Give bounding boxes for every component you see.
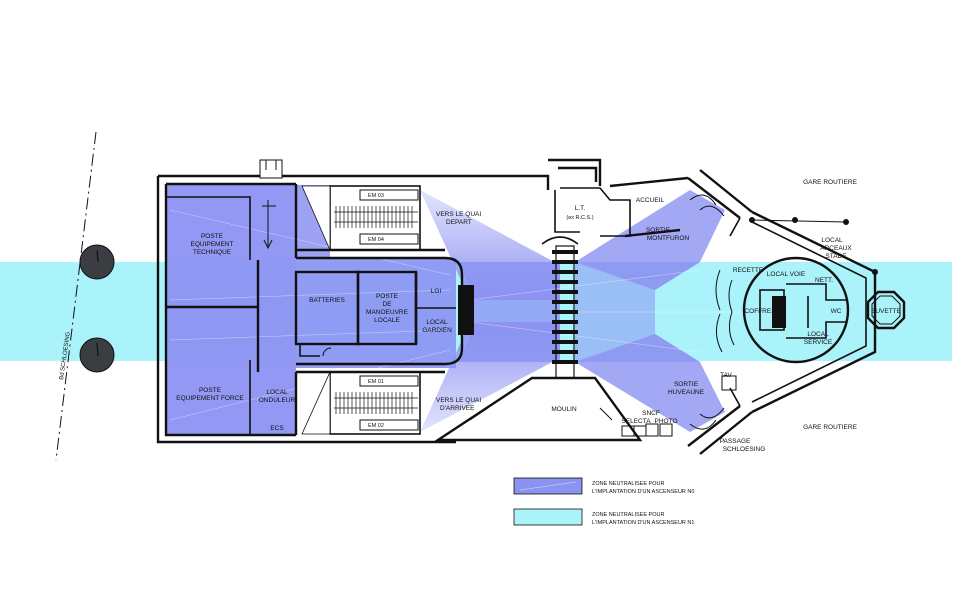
label-em02: EM 02	[368, 423, 384, 429]
label-coffres: COFFRES	[744, 308, 776, 315]
label-lt-1: L.T.	[575, 205, 586, 212]
exit-wings	[687, 169, 753, 455]
label-em01: EM 01	[368, 379, 384, 385]
zone-hatching	[169, 209, 740, 421]
label-sortie-huveaune-2: HUVEAUNE	[668, 389, 705, 396]
pillar-bottom	[79, 337, 115, 373]
label-local-gardien-2: GARDIEN	[422, 327, 452, 334]
label-batteries: BATTERIES	[309, 297, 345, 304]
label-selecta: SELECTA	[621, 418, 651, 425]
label-poste-manoeuvre-3: MANOEUVRE	[366, 309, 409, 316]
legend-n0-line1: ZONE NEUTRALISEE POUR	[592, 481, 664, 487]
zone-n0-areas	[166, 185, 725, 435]
label-local-onduleur-2: ONDULEUR	[259, 397, 296, 404]
label-poste-manoeuvre-2: DE	[382, 301, 392, 308]
label-passage-1: PASSAGE	[720, 438, 751, 445]
escalators-top	[301, 185, 421, 251]
label-poste-force-1: POSTE	[199, 387, 222, 394]
label-gare-routiere-top: GARE ROUTIERE	[803, 179, 857, 186]
label-sortie-huveaune-1: SORTIE	[674, 381, 699, 388]
label-quai-depart-1: VERS LE QUAI	[436, 211, 481, 218]
label-local-gardien-1: LOCAL	[426, 319, 448, 326]
label-sncf: SNCF	[642, 410, 660, 417]
label-passage-2: SCHLOESING	[723, 446, 766, 453]
label-moulin: MOULIN	[551, 406, 577, 413]
legend-n1-line2: L'IMPLANTATION D'UN ASCENSEUR N1	[592, 520, 694, 526]
label-nett: NETT.	[815, 277, 833, 284]
label-tav: TAV	[720, 372, 732, 379]
label-local-service-1: LOCAL	[807, 331, 829, 338]
pillar-top	[79, 244, 115, 280]
legend-n0-line2: L'IMPLANTATION D'UN ASCENSEUR N0	[592, 489, 694, 495]
room-labels: POSTE EQUIPEMENT TECHNIQUE POSTE EQUIPEM…	[176, 179, 901, 453]
label-sortie-montfuron-1: SORTIE	[646, 227, 671, 234]
label-sortie-montfuron-2: MONTFURON	[647, 235, 690, 242]
label-em03: EM 03	[368, 193, 384, 199]
legend-swatch-n1	[513, 508, 583, 526]
label-local-voie: LOCAL VOIE	[767, 271, 806, 278]
concourse-walls	[430, 158, 689, 442]
label-poste-technique-2: EQUIPEMENT	[191, 241, 234, 248]
label-wc: WC	[831, 308, 842, 315]
label-local-arceaux-3: STADE	[825, 253, 847, 260]
legend: ZONE NEUTRALISEE POUR L'IMPLANTATION D'U…	[513, 477, 694, 526]
label-photo: PHOTO	[655, 418, 678, 425]
escalators-bottom	[301, 371, 421, 435]
label-quai-arrivee-1: VERS LE QUAI	[436, 397, 481, 404]
left-building-walls	[156, 159, 456, 444]
label-poste-force-2: EQUIPEMENT FORCE	[176, 395, 244, 402]
label-poste-technique-1: POSTE	[201, 233, 224, 240]
label-lgi: LGI	[431, 288, 442, 295]
label-local-service-2: SERVICE	[804, 339, 833, 346]
legend-n1-line1: ZONE NEUTRALISEE POUR	[592, 512, 664, 518]
label-ecs: ECS	[270, 425, 284, 432]
rotunda	[715, 210, 906, 414]
label-gare-routiere-bottom: GARE ROUTIERE	[803, 424, 857, 431]
label-em04: EM 04	[368, 237, 384, 243]
label-poste-manoeuvre-4: LOCALE	[374, 317, 400, 324]
label-buvette: BUVETTE	[871, 308, 902, 315]
label-local-arceaux-2: ARCEAUX	[820, 245, 852, 252]
label-recette: RECETTE	[733, 267, 764, 274]
label-poste-technique-3: TECHNIQUE	[193, 249, 232, 256]
label-poste-manoeuvre-1: POSTE	[376, 293, 399, 300]
label-local-arceaux-1: LOCAL	[821, 237, 843, 244]
label-local-onduleur-1: LOCAL	[266, 389, 288, 396]
street-line	[55, 131, 97, 461]
label-lt-2: (ex R.C.S.)	[566, 215, 593, 221]
label-quai-arrivee-2: D'ARRIVEE	[440, 405, 475, 412]
label-quai-depart-2: DEPART	[446, 219, 472, 226]
label-accueil: ACCUEIL	[636, 197, 665, 204]
central-rooms	[294, 256, 474, 366]
